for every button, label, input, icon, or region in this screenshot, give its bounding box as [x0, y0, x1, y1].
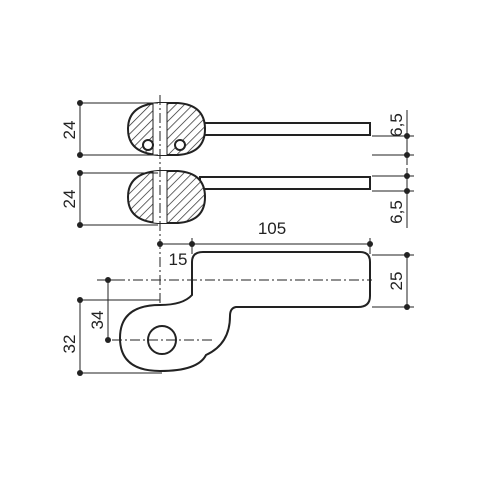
top-clamp-section: [126, 95, 371, 372]
upper-rod: [199, 122, 371, 136]
upper-pin-left: [142, 139, 154, 151]
dim-top-clamp-height: 24: [60, 100, 158, 158]
dim-hole-height: 34: [88, 277, 120, 343]
dim-label-lower-6-5: 6,5: [387, 200, 406, 224]
dim-label-34: 34: [88, 311, 107, 330]
dim-label-top-24: 24: [60, 121, 79, 140]
lower-rod: [199, 176, 371, 190]
dim-label-bottom-24: 24: [60, 190, 79, 209]
dim-label-32: 32: [60, 335, 79, 354]
dim-label-15: 15: [169, 250, 188, 269]
dim-lower-gap: 6,5: [372, 168, 414, 228]
dim-label-105: 105: [258, 219, 286, 238]
dim-bottom-clamp-height: 24: [60, 170, 158, 228]
dim-arm-length: 105: [189, 219, 373, 254]
dim-overall-height: 32: [60, 297, 162, 376]
dim-upper-gap: 6,5: [372, 110, 414, 165]
hinge-arm-outline: [118, 251, 371, 373]
hinge-side-view: [97, 251, 372, 373]
dim-offset: 15: [157, 241, 192, 269]
upper-pin-right: [174, 139, 186, 151]
dim-arm-height: 25: [372, 252, 414, 310]
dim-label-upper-6-5: 6,5: [387, 113, 406, 137]
dim-label-25: 25: [387, 272, 406, 291]
